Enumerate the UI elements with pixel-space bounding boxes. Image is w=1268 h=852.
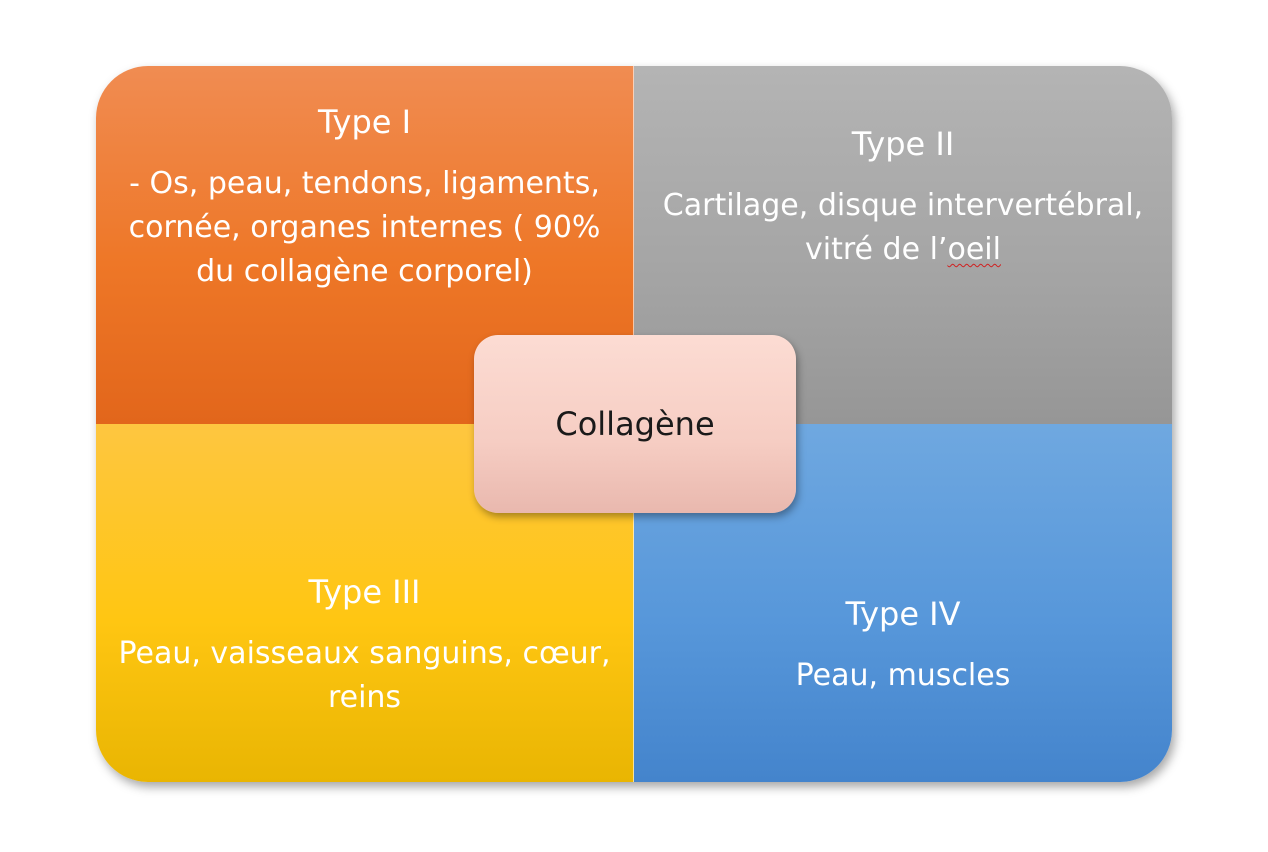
center-label: Collagène <box>555 405 715 443</box>
quadrant-description: - Os, peau, tendons, ligaments, cornée, … <box>128 166 601 289</box>
quadrant-description: Peau, vaisseaux sanguins, cœur, reins <box>118 636 611 715</box>
quadrant-type-i: Type I - Os, peau, tendons, ligaments, c… <box>96 66 634 424</box>
quadrant-title: Type II <box>851 125 955 163</box>
description-line: vitré de l’ <box>805 232 948 267</box>
quadrant-title: Type I <box>317 103 412 141</box>
quadrant-title: Type III <box>308 573 421 611</box>
spellcheck-flagged-word: oeil <box>947 232 1001 267</box>
center-node-collagen: Collagène <box>474 335 796 513</box>
quadrant-description: Cartilage, disque intervertébral, vitré d… <box>643 184 1163 272</box>
description-line: Cartilage, disque intervertébral, <box>662 188 1144 223</box>
quadrant-description: Peau, muscles <box>795 658 1011 693</box>
quadrant-title: Type IV <box>845 595 961 633</box>
